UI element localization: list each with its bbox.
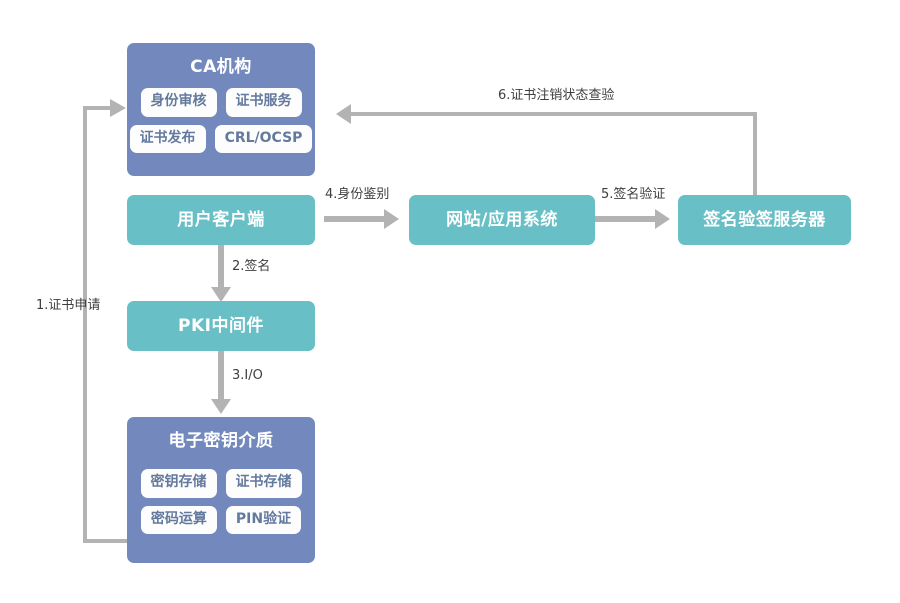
node-ca-authority[interactable]: CA机构 身份审核 证书服务 证书发布 CRL/OCSP [127,43,315,176]
pill-crypto-operation[interactable]: 密码运算 [140,505,217,535]
edge-label-5: 5.签名验证 [601,187,666,202]
pill-container: 身份审核 证书服务 证书发布 CRL/OCSP [127,88,315,154]
pill-row: 身份审核 证书服务 [140,88,302,117]
node-title: 签名验签服务器 [703,209,826,230]
pill-key-storage[interactable]: 密钥存储 [140,469,217,498]
pill-certificate-storage[interactable]: 证书存储 [225,469,302,498]
edge-label-1: 1.证书申请 [36,298,101,313]
node-user-client[interactable]: 用户客户端 [127,195,315,245]
pill-row: 密钥存储 证书存储 [140,469,302,498]
edge-5-signature-verification [595,209,670,229]
node-title: 用户客户端 [177,209,265,230]
node-title: 电子密钥介质 [168,431,274,451]
edge-4-identity-authentication [324,209,399,229]
node-electronic-key-media[interactable]: 电子密钥介质 密钥存储 证书存储 密码运算 PIN验证 [127,417,315,563]
node-pki-middleware[interactable]: PKI中间件 [127,301,315,351]
pill-certificate-publish[interactable]: 证书发布 [129,124,206,154]
pill-crl-ocsp[interactable]: CRL/OCSP [214,124,313,154]
edge-1-certificate-application [83,99,127,543]
pill-certificate-service[interactable]: 证书服务 [225,88,302,117]
edge-2-signature [211,245,231,302]
edge-label-3: 3.I/O [232,368,263,383]
edge-3-io [211,351,231,414]
node-title: PKI中间件 [178,315,264,336]
node-signature-verification-server[interactable]: 签名验签服务器 [678,195,851,245]
edge-label-2: 2.签名 [232,259,271,274]
pill-pin-verification[interactable]: PIN验证 [225,505,302,535]
edge-6-certificate-revocation-check [336,104,757,195]
edge-label-6: 6.证书注销状态查验 [498,88,615,103]
node-title: 网站/应用系统 [446,209,558,230]
pill-row: 证书发布 CRL/OCSP [129,124,313,154]
pill-container: 密钥存储 证书存储 密码运算 PIN验证 [127,469,315,535]
node-website-application-system[interactable]: 网站/应用系统 [409,195,595,245]
edge-label-4: 4.身份鉴别 [325,187,390,202]
pill-identity-review[interactable]: 身份审核 [140,88,217,117]
pill-row: 密码运算 PIN验证 [140,505,302,535]
node-title: CA机构 [190,57,252,77]
